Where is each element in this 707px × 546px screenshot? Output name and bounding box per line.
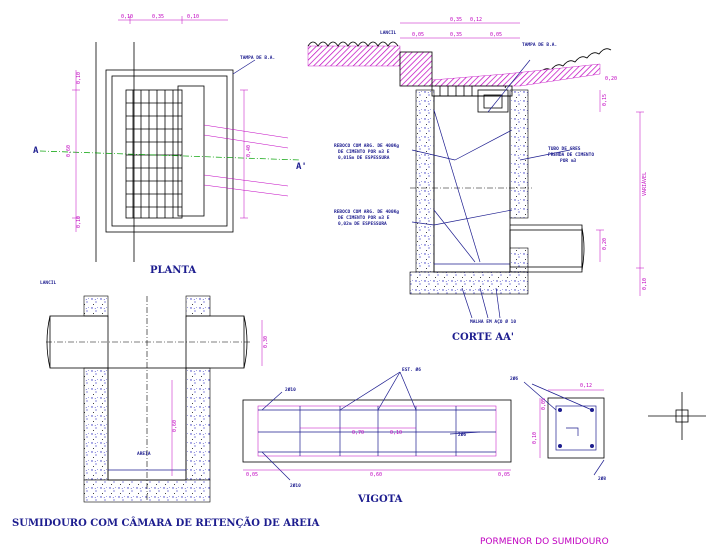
lower-section-view bbox=[46, 295, 263, 503]
dim-plan-left-1: 0,10 bbox=[76, 72, 82, 84]
dim-sec-top-4: 0,35 bbox=[450, 32, 462, 38]
dim-sec-top-2: 0,12 bbox=[470, 17, 482, 23]
label-tampa-section: TAMPA DE B.A. bbox=[522, 42, 557, 48]
label-est: EST. Ø6 bbox=[402, 366, 421, 373]
dim-det-2: 0,05 bbox=[541, 398, 547, 410]
dim-plan-top-1: 0,10 bbox=[121, 14, 133, 20]
beam-view bbox=[242, 371, 512, 481]
dim-vig-1: 0,70 bbox=[352, 430, 364, 436]
section-view bbox=[307, 22, 644, 319]
label-tubo-l2: PRENDA DE CIMENTO bbox=[548, 152, 594, 158]
dim-plan-left-2: 0,60 bbox=[66, 145, 72, 157]
section-mark-a: A bbox=[33, 146, 39, 156]
view-title-vigota: VIGOTA bbox=[357, 494, 403, 505]
label-lancil-top: LANCIL bbox=[380, 30, 397, 36]
dim-det-1: 0,12 bbox=[580, 383, 592, 389]
label-malha: MALHA EM AÇO Ø 10 bbox=[470, 318, 516, 325]
dim-sec-r-2: VARIÁVEL bbox=[641, 172, 648, 196]
dim-vig-2: 0,10 bbox=[390, 430, 402, 436]
label-tubo-l3: POR m3 bbox=[560, 158, 577, 164]
crosshair-icon bbox=[648, 392, 706, 440]
label-2o10-b: 2Ø10 bbox=[290, 482, 301, 489]
label-2o6: 2Ø6 bbox=[458, 431, 466, 438]
dim-low-r-1: 0,30 bbox=[263, 336, 269, 348]
label-tampa-plan: TAMPA DE B.A. bbox=[240, 55, 275, 61]
grate bbox=[125, 89, 183, 219]
label-reboco-2-l1: REBOCO COM ARG. DE 400Kg bbox=[334, 209, 399, 215]
dim-vig-5: 0,05 bbox=[498, 472, 510, 478]
label-2o6b: 2Ø6 bbox=[510, 375, 518, 382]
section-mark-a-prime: A' bbox=[296, 162, 307, 172]
right-wall-bottom bbox=[509, 247, 529, 273]
drawing-title: SUMIDOURO COM CÂMARA DE RETENÇÃO DE AREI… bbox=[12, 517, 320, 529]
left-wall bbox=[415, 89, 435, 273]
dim-sec-r-4: 0,10 bbox=[642, 278, 648, 290]
label-lancil-left: LANCIL bbox=[40, 280, 57, 286]
label-2o10-a: 2Ø10 bbox=[285, 386, 296, 393]
dim-sec-r-1: 0,15 bbox=[602, 94, 608, 106]
dim-plan-top-3: 0,10 bbox=[187, 14, 199, 20]
dim-vig-4: 0,60 bbox=[370, 472, 382, 478]
dim-sec-top-1: 0,35 bbox=[450, 17, 462, 23]
label-reboco-2-l3: 0,02m DE ESPESSURA bbox=[338, 221, 387, 227]
dim-sec-top-5: 0,05 bbox=[490, 32, 502, 38]
view-title-corte: CORTE AA' bbox=[452, 332, 514, 343]
dim-sec-r-3: 0,20 bbox=[602, 238, 608, 250]
right-wall-top bbox=[509, 89, 529, 219]
drawing-subtitle: PORMENOR DO SUMIDOURO bbox=[480, 537, 609, 546]
label-reboco-1-l1: REBOCO COM ARG. DE 400Kg bbox=[334, 143, 399, 149]
curb bbox=[399, 51, 433, 87]
dim-sec-top-3: 0,05 bbox=[412, 32, 424, 38]
label-tubo-l1: TUBO DE GRES bbox=[548, 146, 581, 152]
label-areia: AREIA bbox=[137, 451, 151, 457]
label-reboco-1-l2: DE CIMENTO POR m3 E bbox=[338, 149, 390, 155]
pavement bbox=[307, 41, 612, 89]
detail-view bbox=[523, 381, 605, 476]
dim-sec-top-6: 0,20 bbox=[605, 76, 617, 82]
dim-low-r-2: 0,60 bbox=[172, 420, 178, 432]
label-reboco-1-l3: 0,015m DE ESPESSURA bbox=[338, 155, 390, 161]
dim-plan-right: 0,40 bbox=[246, 145, 252, 157]
dim-plan-left-3: 0,10 bbox=[76, 216, 82, 228]
label-reboco-2-l2: DE CIMENTO POR m3 E bbox=[338, 215, 390, 221]
outlet-pipe bbox=[509, 224, 585, 273]
dim-vig-3: 0,05 bbox=[246, 472, 258, 478]
view-title-planta: PLANTA bbox=[150, 265, 196, 276]
plan-view bbox=[39, 16, 301, 262]
dim-det-3: 0,10 bbox=[532, 432, 538, 444]
dim-plan-top-2: 0,35 bbox=[152, 14, 164, 20]
base-slab bbox=[409, 271, 529, 295]
label-2o8: 2Ø8 bbox=[598, 475, 606, 482]
